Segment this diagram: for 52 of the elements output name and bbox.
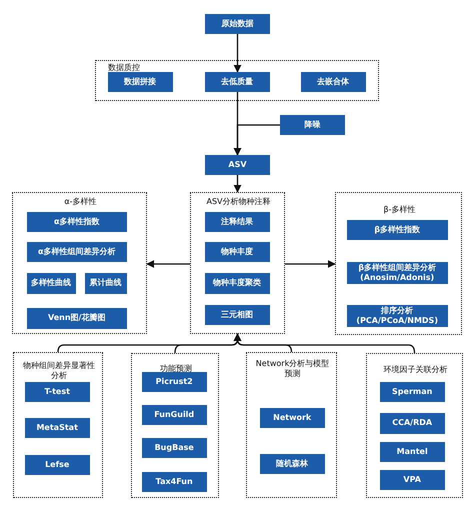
group-heading: 物种组间差异显著性分析 — [22, 361, 96, 382]
process-box: 排序分析 (PCA/PCoA/NMDS) — [346, 304, 448, 327]
process-box: 降噪 — [280, 115, 345, 135]
process-box: β多样性指数 — [346, 220, 448, 240]
group-heading: 数据质控 — [108, 63, 141, 74]
process-box: β多样性组间差异分析 (Anosim/Adonis) — [346, 262, 448, 284]
group-heading: β-多样性 — [382, 205, 416, 216]
process-box: Mantel — [380, 442, 445, 462]
process-box: 原始数据 — [205, 14, 270, 34]
process-box: 物种丰度 — [204, 242, 270, 262]
dotted-group — [366, 353, 463, 498]
dotted-group — [335, 192, 462, 335]
process-box: T-test — [24, 382, 90, 402]
process-box: 物种丰度聚类 — [204, 272, 270, 294]
process-box: Venn图/花瓣图 — [26, 308, 127, 329]
process-box: Picrust2 — [142, 372, 207, 392]
group-heading: ASV分析物种注释 — [205, 197, 272, 208]
process-box: MetaStat — [24, 418, 90, 438]
process-box: 累计曲线 — [84, 272, 127, 294]
process-box: 去低质量 — [204, 72, 270, 92]
process-box: CCA/RDA — [380, 412, 445, 434]
process-box: Network — [260, 408, 325, 428]
arrow — [285, 260, 336, 268]
process-box: Sperman — [380, 382, 445, 402]
arrow — [234, 175, 242, 193]
process-box: Tax4Fun — [142, 472, 207, 492]
group-heading: 环境因子关联分析 — [382, 365, 448, 376]
dotted-group — [190, 192, 285, 334]
arrow — [234, 124, 280, 156]
process-box: BugBase — [142, 438, 207, 458]
process-box: FunGuild — [142, 404, 207, 425]
process-box: 三元相图 — [204, 304, 270, 325]
dotted-group — [131, 353, 219, 498]
process-box: 去嵌合体 — [300, 72, 366, 92]
process-box: 随机森林 — [260, 454, 325, 474]
process-box: 多样性曲线 — [26, 272, 76, 294]
dotted-group — [12, 192, 147, 334]
group-heading: α-多样性 — [63, 197, 98, 208]
process-box: 数据拼接 — [108, 72, 173, 92]
arrow — [146, 260, 190, 268]
dotted-group — [95, 60, 379, 101]
process-box: Lefse — [24, 454, 90, 475]
process-box: α多样性组间差异分析 — [26, 242, 127, 262]
process-box: α多样性指数 — [26, 212, 127, 232]
group-heading: Network分析与模型预测 — [254, 359, 330, 380]
dotted-group — [246, 352, 337, 498]
process-box: ASV — [205, 155, 270, 175]
arrow — [234, 34, 242, 73]
dotted-group — [13, 352, 103, 498]
process-box: VPA — [380, 470, 445, 490]
group-heading: 功能预测 — [159, 364, 193, 374]
process-box: 注释结果 — [204, 212, 270, 232]
